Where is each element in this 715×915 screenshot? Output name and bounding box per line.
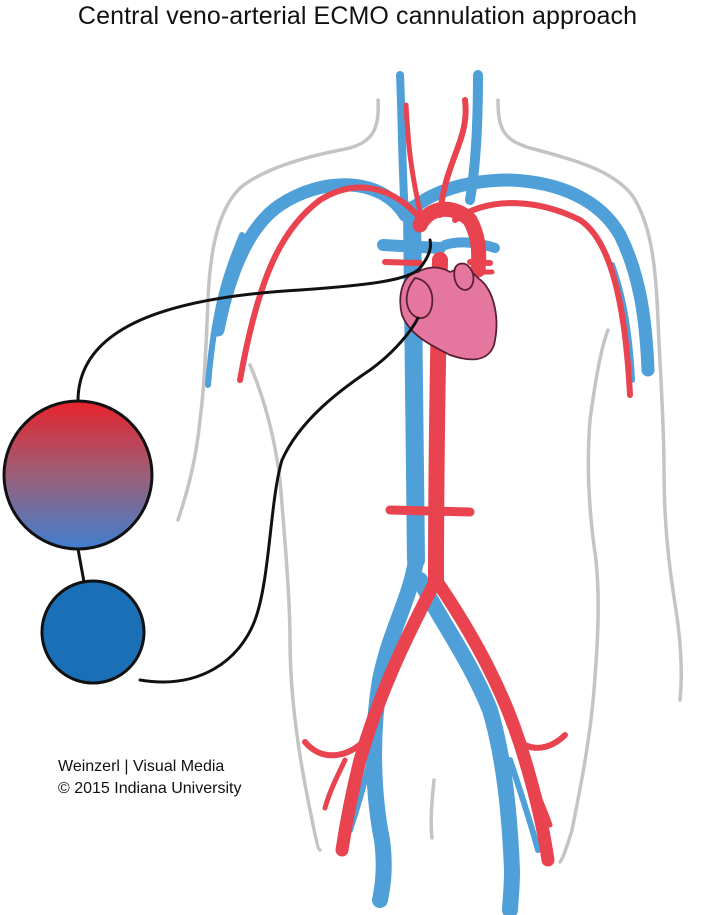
pump [40, 579, 146, 685]
cannula-tubing [76, 238, 432, 684]
diagram-title: Central veno-arterial ECMO cannulation a… [77, 2, 638, 30]
body-outline [176, 98, 683, 864]
oxygenator [2, 399, 154, 551]
credit-line-2: © 2015 Indiana University [58, 780, 242, 797]
heart [399, 262, 498, 361]
credit-line-1: Weinzerl | Visual Media [58, 758, 225, 775]
